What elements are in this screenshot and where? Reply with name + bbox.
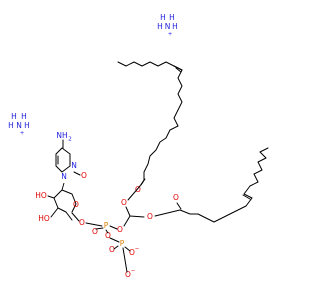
ammonium-ion-left: H H N H H + [8,112,30,137]
upper-carbonyl-double [140,178,146,186]
ribose-ring-o: O [73,200,79,209]
nh4-top-h1: H [160,13,166,22]
cytosine-n1: N [61,172,67,181]
glycosidic-bond [61,182,65,191]
lower-carbonyl-double [176,202,182,210]
ammonium-ion-top: H H N H H + [157,13,178,38]
upper-cis-double-bond [175,67,182,73]
lower-ester-bond [154,209,181,217]
nh4-top-h3: H [157,22,163,31]
upper-oleoyl-chain [117,61,183,187]
nh4-left-h3: H [8,121,14,130]
ester-o-lower: O [147,212,153,221]
upper-chain-connector [173,65,183,71]
phosphorus-1: P [104,221,109,230]
cytosine-ring [55,147,71,173]
diphosphate-group: O P O O P O O − O − O [79,218,140,279]
nh4-top-n: N [165,22,171,31]
nh4-top-h4: H [172,22,178,31]
amine-nh2: NH [56,131,67,140]
phosphorus-2: P [120,239,125,248]
lower-chain-bonds [179,147,269,223]
glycerol-backbone [123,206,145,227]
negative-charge-2: − [131,269,136,275]
c2-oh-bond [47,195,55,199]
phosphate-o-bridge: O [105,231,111,240]
ribose-sugar: O HO HO [35,182,80,223]
phosphate-o-link1: O [79,218,85,227]
ester-carbonyl-o-upper: O [135,185,141,194]
p1-o-double [95,227,104,230]
c2-carbonyl [73,171,81,176]
cytosine-base: N N O NH 2 [55,131,87,181]
upper-ester-bond [127,185,141,201]
ester-carbonyl-o-lower: O [173,193,179,202]
cytosine-carbonyl-o: O [81,171,87,180]
phosphate-o-link2: O [117,225,123,234]
chemical-structure-drawing: H H N H H + H H N H H + O O O O [8,13,269,279]
nh4-left-h4: H [24,121,30,130]
nh4-left-plus: + [20,131,25,137]
cytosine-n3: N [71,161,77,170]
p2-oneg-bond [124,246,131,252]
nh4-top-h2: H [169,13,175,22]
p1-obridge-bond [105,229,109,234]
phosphate-neg-o1: O [129,248,135,257]
nh4-left-h2: H [21,112,27,121]
negative-charge-1: − [135,247,140,253]
p2-oneg2-bond [122,247,128,273]
ester-o-upper: O [121,198,127,207]
molecule-canvas: H H N H H + H H N H H + O O O O [8,13,269,279]
p2-o-double [113,245,119,250]
lower-oleoyl-chain [176,147,269,223]
phosphate-o-1a: O [92,227,98,236]
lower-cis-double-bond [242,194,251,200]
hydroxyl-3: HO [38,214,50,223]
phosphate-o-2b: O [109,245,115,254]
p1-olink-bond [85,222,103,227]
ribose-ring-bonds [53,189,77,221]
c5-to-o-link [71,212,80,222]
c3-oh-bond [50,207,59,218]
glycerol-bonds [125,206,145,218]
phosphate-neg-o2: O [125,270,131,279]
nh4-left-h1: H [11,112,17,121]
p1-o-bond [109,225,118,230]
nh4-top-plus: + [168,32,173,38]
glycerol-to-phosphate [123,215,131,227]
upper-chain-lower-segment [139,109,179,187]
upper-chain-bonds [117,61,183,111]
hydroxyl-2: HO [35,191,47,200]
nh4-left-n: N [16,121,22,130]
amine-subscript: 2 [68,137,72,143]
obridge-p2-bond [109,237,120,243]
